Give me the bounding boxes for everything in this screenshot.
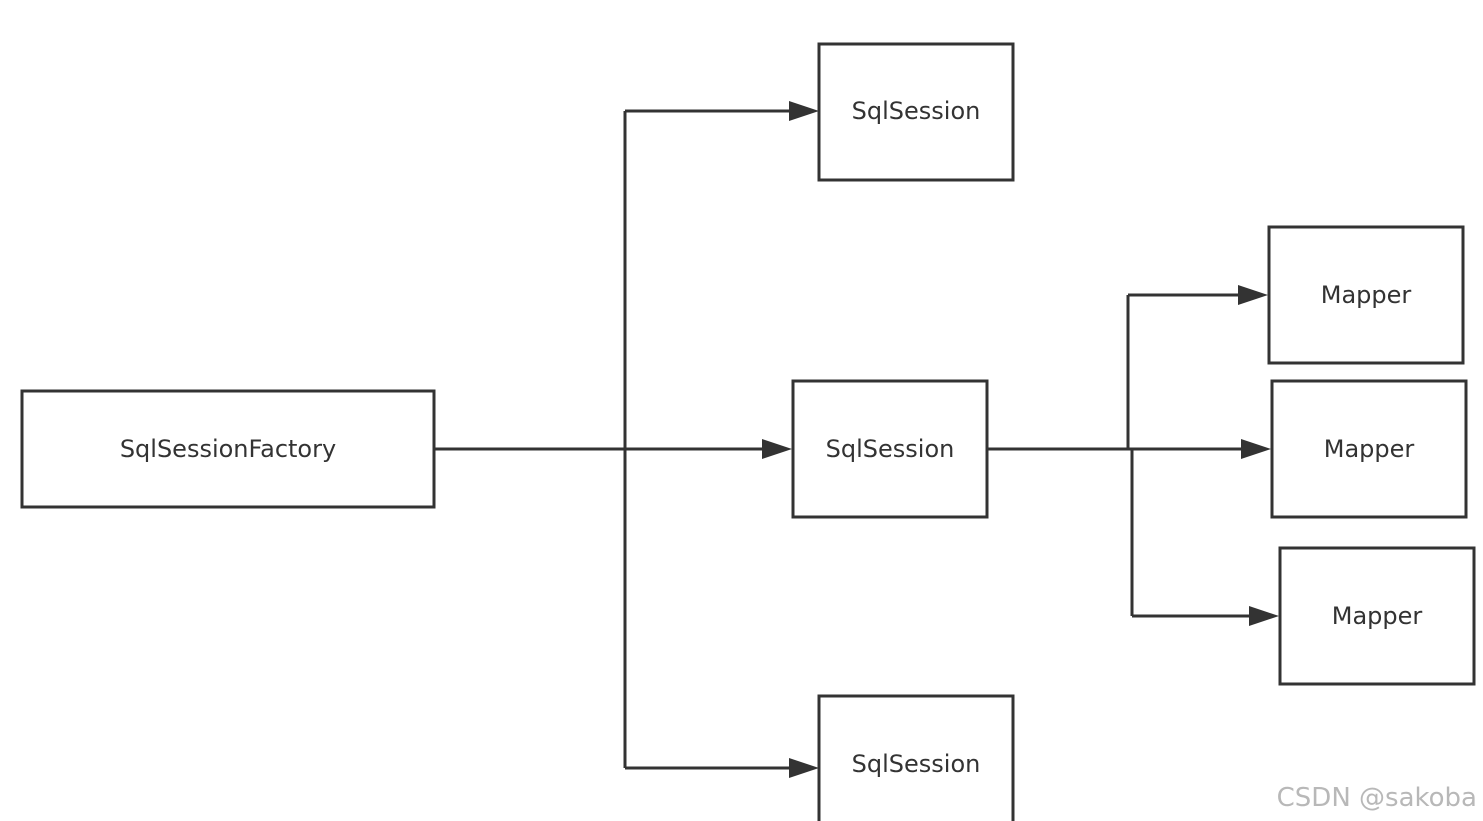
node-label-session-middle: SqlSession	[826, 435, 955, 463]
watermark: CSDN @sakoba	[1276, 783, 1477, 813]
node-label-factory: SqlSessionFactory	[120, 435, 336, 463]
arrowhead-icon	[789, 101, 819, 121]
node-mapper-top: Mapper	[1267, 225, 1465, 365]
edge-session-to-mapper-middle	[1132, 439, 1271, 459]
node-sqlsession-middle: SqlSession	[791, 379, 989, 519]
node-sqlsessionfactory: SqlSessionFactory	[20, 389, 436, 509]
arrowhead-icon	[789, 758, 819, 778]
arrowhead-icon	[1241, 439, 1271, 459]
node-label-mapper-bottom: Mapper	[1332, 602, 1423, 630]
node-label-mapper-middle: Mapper	[1324, 435, 1415, 463]
arrowhead-icon	[762, 439, 792, 459]
node-mapper-middle: Mapper	[1270, 379, 1468, 519]
node-label-session-top: SqlSession	[852, 97, 981, 125]
node-mapper-bottom: Mapper	[1278, 546, 1476, 686]
arrowhead-icon	[1238, 285, 1268, 305]
edge-session-to-mapper-bottom	[1132, 606, 1279, 626]
arrowhead-icon	[1249, 606, 1279, 626]
node-sqlsession-bottom: SqlSession	[817, 694, 1015, 821]
edge-session-to-mapper-top	[1128, 285, 1268, 305]
edge-factory-to-session-top	[625, 101, 819, 121]
node-label-mapper-top: Mapper	[1321, 281, 1412, 309]
node-sqlsession-top: SqlSession	[817, 42, 1015, 182]
node-label-session-bottom: SqlSession	[852, 750, 981, 778]
edge-factory-to-session-middle	[625, 439, 792, 459]
edge-factory-to-session-bottom	[625, 758, 819, 778]
